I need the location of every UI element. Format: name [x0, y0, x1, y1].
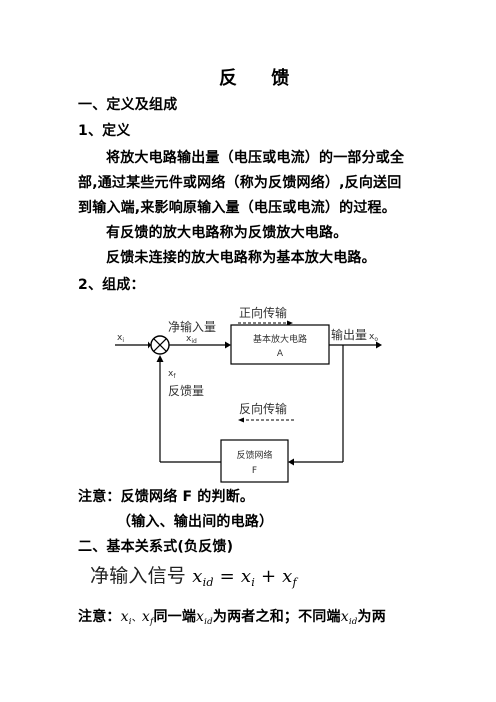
- note-feedback-network: 注意：反馈网络 F 的判断。: [78, 489, 255, 505]
- feedback-return-arrow: [156, 355, 164, 362]
- forward-dashed-arrow: [287, 320, 293, 326]
- net-input-label: 净输入量: [168, 319, 216, 334]
- definition-line-4: 有反馈的放大电路称为反馈放大电路。: [106, 225, 348, 241]
- note-xi: xi: [120, 609, 132, 628]
- definition-line-5: 反馈未连接的放大电路称为基本放大电路。: [106, 250, 376, 266]
- definition-line-3: 到输入端,来影响原输入量（电压或电流）的过程。: [78, 200, 396, 216]
- amplifier-name: 基本放大电路: [253, 333, 307, 345]
- output-arrow: [376, 341, 382, 349]
- section-2-heading: 二、基本关系式(负反馈): [78, 539, 234, 555]
- output-label: 输出量: [331, 327, 367, 342]
- note-xid-1: xid: [196, 609, 213, 628]
- definition-line-2: 部,通过某些元件或网络（称为反馈网络）,反向送回: [78, 175, 402, 191]
- to-feedback-arrow: [288, 458, 294, 466]
- feedback-network-name: 反馈网络: [236, 449, 272, 461]
- note-summation: 注意：xi、xf同一端xid为两者之和；不同端xid为两: [78, 609, 386, 628]
- xo-label: xo: [369, 332, 378, 343]
- note-xf: xf: [141, 609, 154, 628]
- definition-line-1: 将放大电路输出量（电压或电流）的一部分或全: [106, 150, 405, 166]
- formula-line: 净输入信号 xid = xi + xf: [90, 561, 297, 589]
- section-1-heading: 一、定义及组成: [78, 97, 178, 113]
- amplifier-block: [230, 324, 330, 365]
- subsection-definition: 1、定义: [78, 123, 131, 139]
- formula-expression: xid = xi + xf: [192, 566, 297, 589]
- forward-transfer-label: 正向传输: [239, 305, 287, 320]
- feedback-network-block: [220, 439, 289, 483]
- subsection-composition: 2、组成：: [78, 277, 145, 293]
- feedback-network-symbol: F: [252, 466, 257, 476]
- summing-cross-2: [153, 338, 167, 352]
- input-arrow: [148, 341, 151, 349]
- xid-label: xid: [186, 334, 197, 345]
- page-title: 反 馈: [219, 68, 304, 89]
- reverse-transfer-label: 反向传输: [239, 401, 287, 416]
- xf-label: xf: [168, 369, 176, 380]
- note-xid-2: xid: [340, 609, 358, 628]
- reverse-dashed-arrow: [238, 417, 244, 423]
- xi-label: xi: [117, 333, 124, 344]
- net-input-arrow: [225, 341, 231, 349]
- amplifier-symbol: A: [277, 349, 284, 359]
- note-feedback-network-paren: （输入、输出间的电路）: [117, 514, 274, 530]
- formula-label: 净输入信号: [90, 565, 187, 587]
- feedback-quantity-label: 反馈量: [168, 384, 204, 398]
